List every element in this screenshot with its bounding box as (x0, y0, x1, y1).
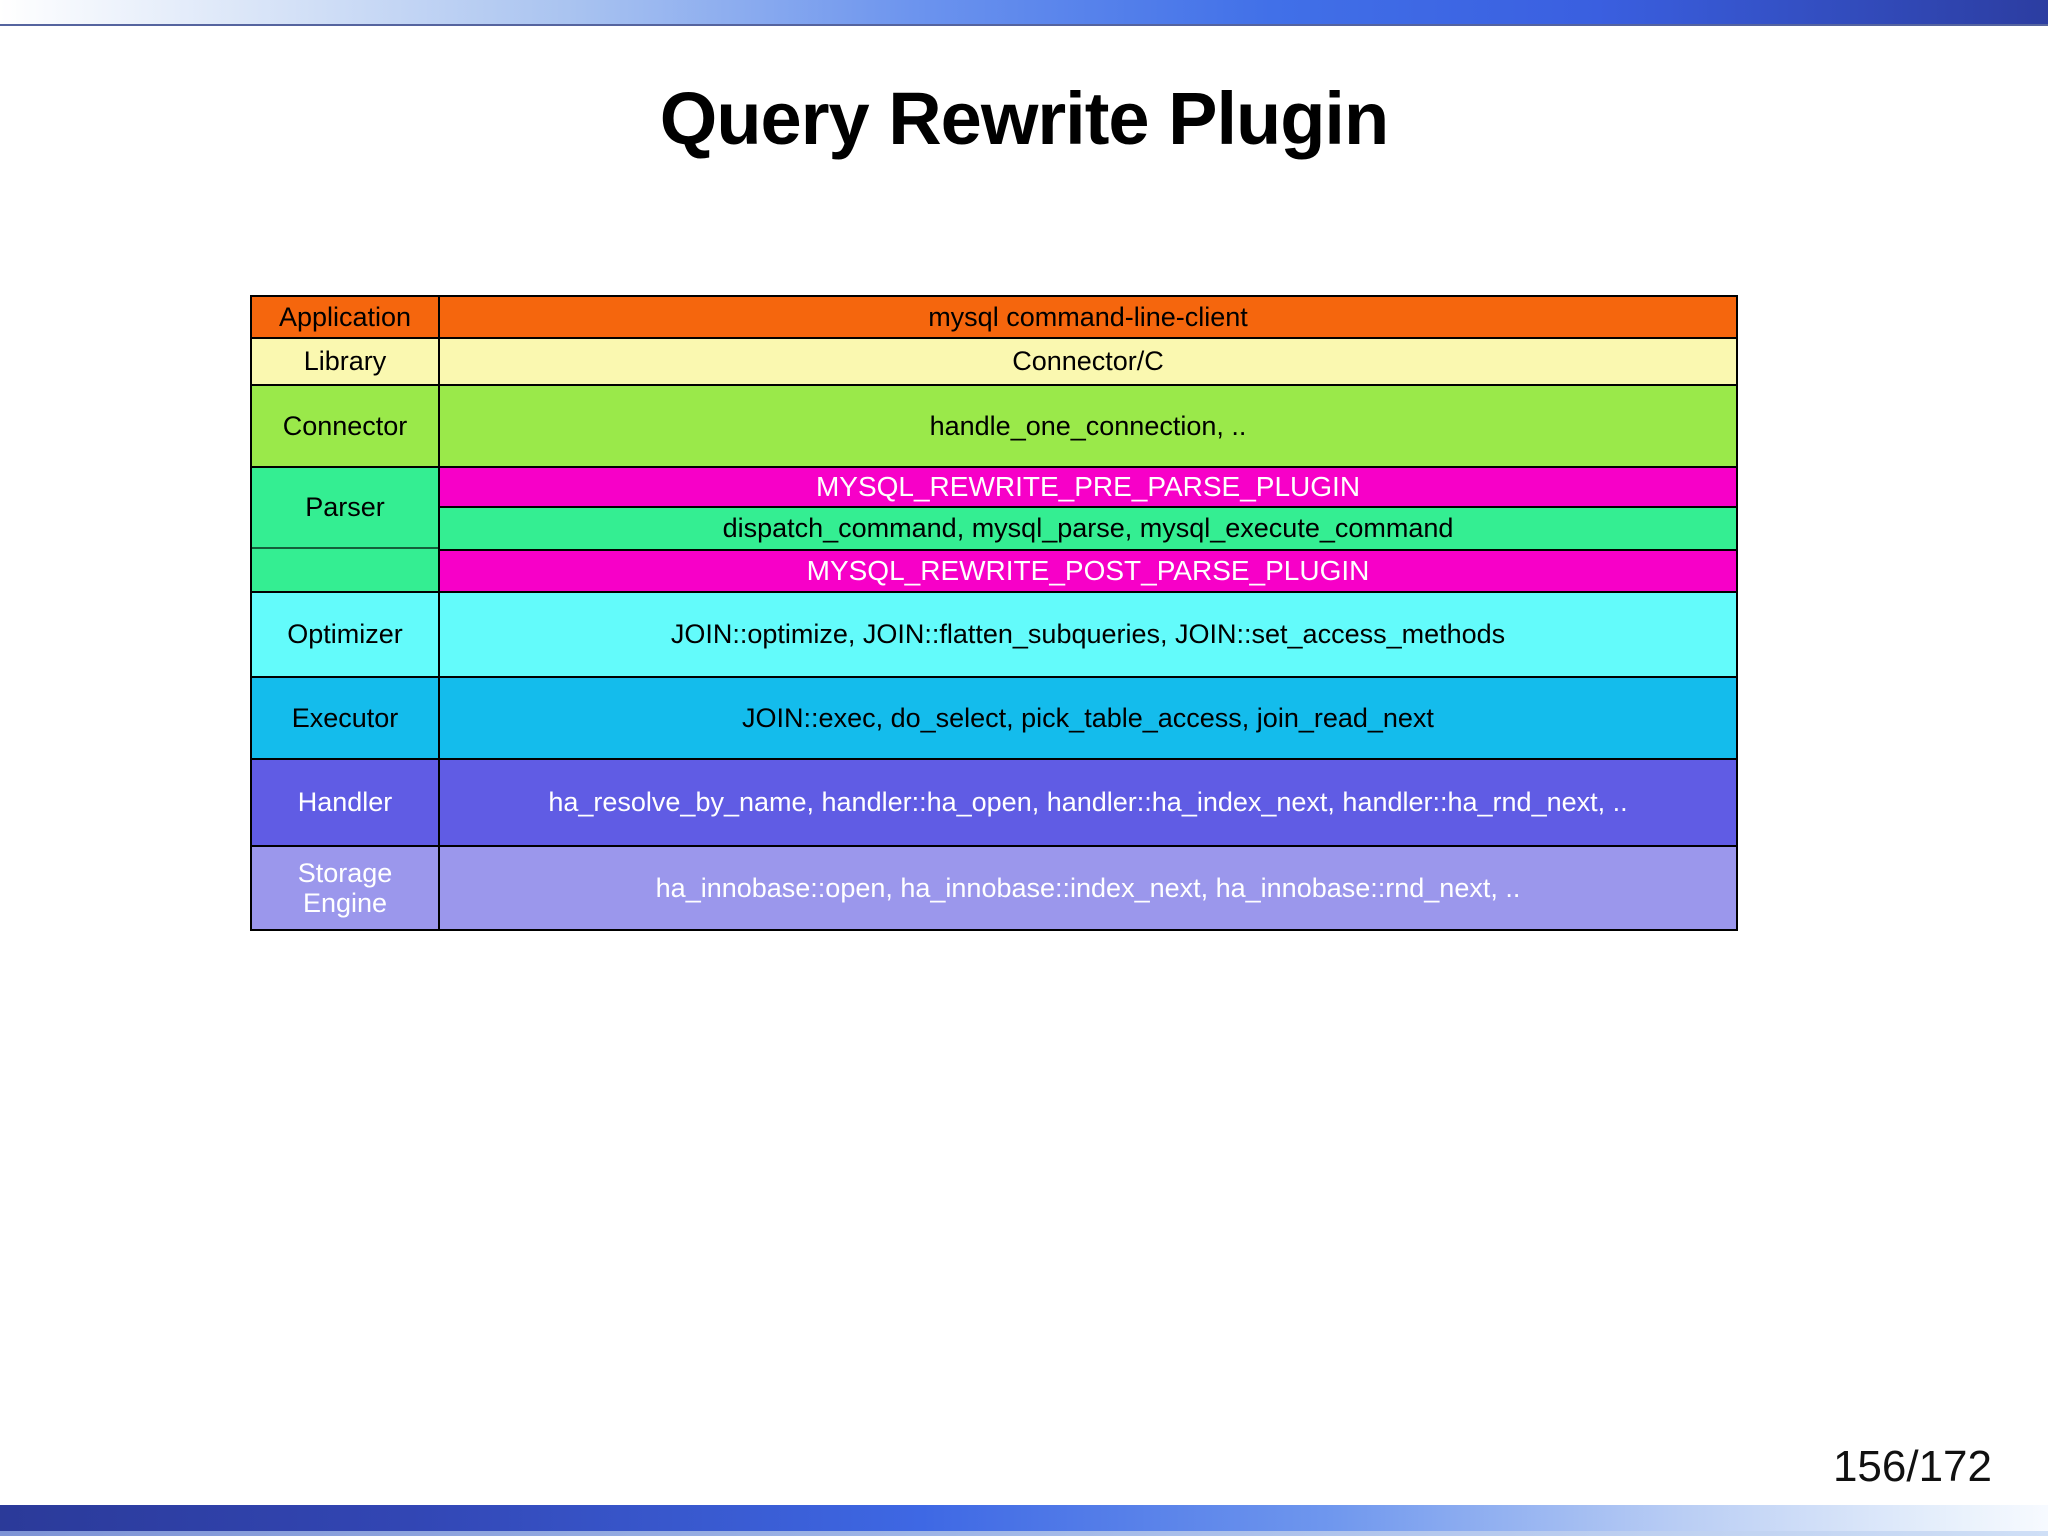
table-row-optimizer: Optimizer JOIN::optimize, JOIN::flatten_… (252, 591, 1736, 676)
architecture-table: Application mysql command-line-client Li… (250, 295, 1738, 931)
row-label-storage-engine: Storage Engine (252, 847, 440, 929)
table-row-parser: Parser MYSQL_REWRITE_PRE_PARSE_PLUGIN di… (252, 466, 1736, 591)
row-content-library: Connector/C (1012, 346, 1164, 377)
parser-functions-row: dispatch_command, mysql_parse, mysql_exe… (722, 513, 1454, 543)
row-content-executor: JOIN::exec, do_select, pick_table_access… (742, 702, 1434, 733)
row-label-application: Application (252, 297, 440, 337)
top-gradient-bar (0, 0, 2048, 26)
row-label-parser: Parser (252, 468, 438, 549)
row-content-storage-engine: ha_innobase::open, ha_innobase::index_ne… (655, 872, 1521, 903)
page-number: 156/172 (1832, 1442, 1992, 1491)
parser-empty-label-cell (252, 549, 440, 591)
page-title: Query Rewrite Plugin (659, 77, 1389, 160)
row-content-optimizer: JOIN::optimize, JOIN::flatten_subqueries… (670, 619, 1506, 650)
table-row-handler: Handler ha_resolve_by_name, handler::ha_… (252, 758, 1736, 845)
table-row-application: Application mysql command-line-client (252, 297, 1736, 337)
table-row-library: Library Connector/C (252, 337, 1736, 384)
row-label-handler: Handler (252, 760, 440, 845)
parser-content-column: MYSQL_REWRITE_PRE_PARSE_PLUGIN dispatch_… (440, 468, 1736, 591)
parser-label-column: Parser (252, 468, 440, 591)
row-content-handler: ha_resolve_by_name, handler::ha_open, ha… (548, 787, 1628, 818)
row-label-optimizer: Optimizer (252, 593, 440, 676)
table-row-storage-engine: Storage Engine ha_innobase::open, ha_inn… (252, 845, 1736, 929)
post-parse-plugin-bar: MYSQL_REWRITE_POST_PARSE_PLUGIN (440, 549, 1736, 591)
pre-parse-plugin-bar: MYSQL_REWRITE_PRE_PARSE_PLUGIN (440, 468, 1736, 508)
table-row-connector: Connector handle_one_connection, .. (252, 384, 1736, 466)
row-content-application: mysql command-line-client (928, 301, 1248, 332)
bottom-accent-strip (0, 1531, 2048, 1536)
table-row-executor: Executor JOIN::exec, do_select, pick_tab… (252, 676, 1736, 758)
row-label-connector: Connector (252, 386, 440, 466)
bottom-gradient-bar (0, 1505, 2048, 1531)
row-label-executor: Executor (252, 678, 440, 758)
row-content-connector: handle_one_connection, .. (929, 410, 1247, 441)
row-label-library: Library (252, 339, 440, 384)
